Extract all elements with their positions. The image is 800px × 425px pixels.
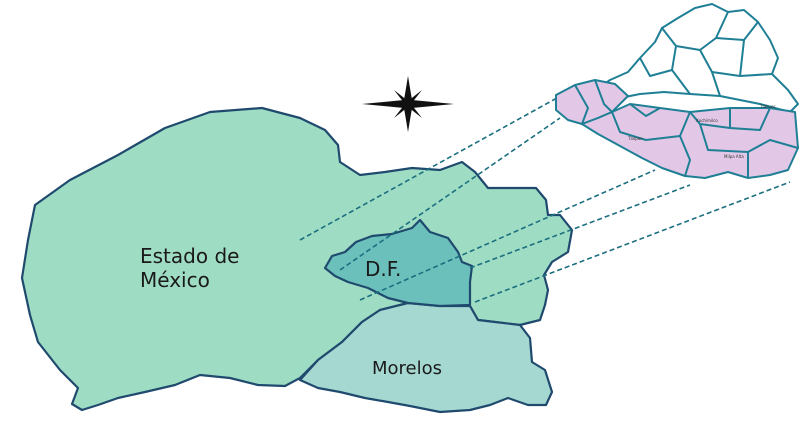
inset-label-3: Xochimilco bbox=[696, 118, 718, 123]
estado-de-mexico-label-line1: Estado de bbox=[140, 244, 239, 268]
compass-rose-icon bbox=[362, 76, 454, 132]
estado-de-mexico-label-line2: México bbox=[140, 268, 210, 292]
morelos-label: Morelos bbox=[372, 358, 442, 379]
estado-de-mexico-region bbox=[20, 106, 574, 412]
inset-connector-lines bbox=[299, 87, 791, 303]
inset-label-1: Tlalpan bbox=[627, 136, 643, 141]
df-region bbox=[323, 218, 474, 308]
inset-label-2: Milpa Alta bbox=[724, 154, 744, 159]
inset-south-delegaciones bbox=[581, 103, 799, 179]
morelos-region bbox=[298, 301, 554, 414]
df-label: D.F. bbox=[365, 257, 401, 281]
inset-label-4: Tláhuac bbox=[759, 104, 776, 109]
df-inset-map bbox=[555, 3, 799, 179]
